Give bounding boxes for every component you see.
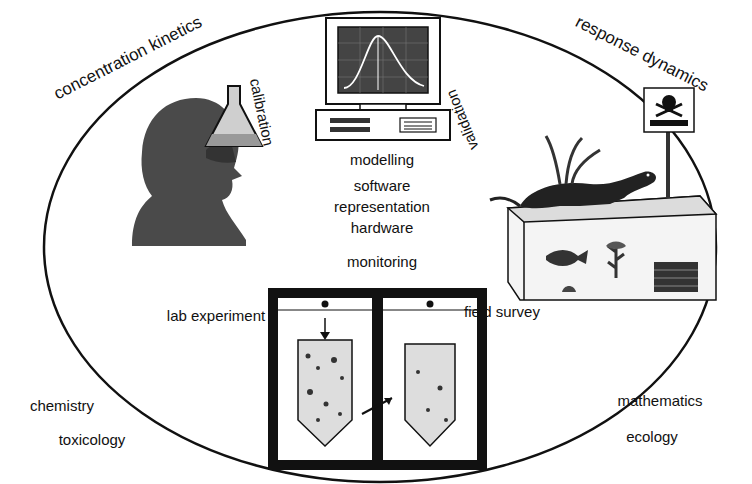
method-label: lab experiment: [161, 307, 271, 324]
scientist-figure: [132, 86, 262, 246]
field-scene: [490, 88, 716, 300]
monitoring-panel: [268, 288, 487, 470]
center-label: representation: [334, 198, 430, 215]
center-label: software: [354, 177, 411, 194]
method-label: field survey: [462, 303, 542, 320]
arc-label: response dynamics: [572, 12, 711, 96]
discipline-label: toxicology: [59, 431, 126, 448]
center-label: monitoring: [347, 253, 417, 270]
computer-icon: [316, 18, 450, 140]
center-label: hardware: [351, 219, 414, 236]
discipline-label: mathematics: [617, 392, 702, 409]
discipline-label: chemistry: [30, 397, 94, 414]
cycle-ellipse: [44, 12, 716, 482]
discipline-label: ecology: [626, 428, 678, 445]
center-label: modelling: [350, 151, 414, 168]
